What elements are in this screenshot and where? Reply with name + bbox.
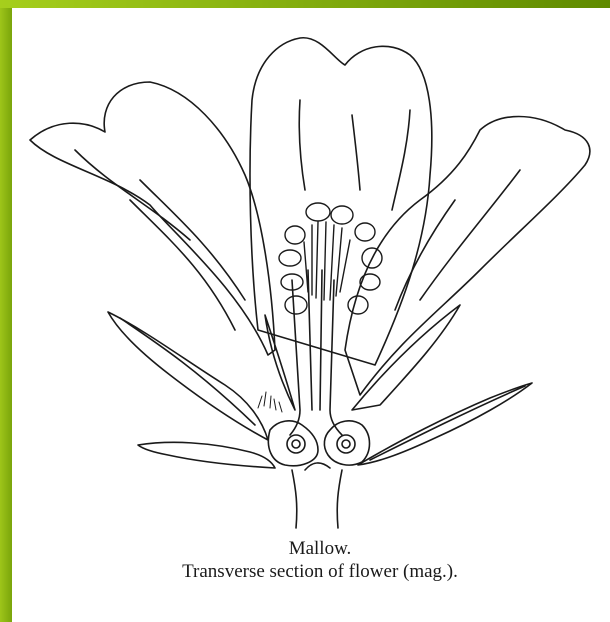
- ovary: [268, 421, 369, 470]
- anthers: [279, 203, 382, 314]
- central-petal: [250, 38, 432, 365]
- caption-title: Mallow.: [60, 538, 580, 560]
- lower-bract: [138, 442, 275, 468]
- stamen-column: [290, 280, 342, 435]
- left-petal: [30, 82, 275, 355]
- caption-subtitle: Transverse section of flower (mag.).: [60, 561, 580, 583]
- flower-stalk: [292, 470, 342, 528]
- left-sepal: [108, 312, 268, 440]
